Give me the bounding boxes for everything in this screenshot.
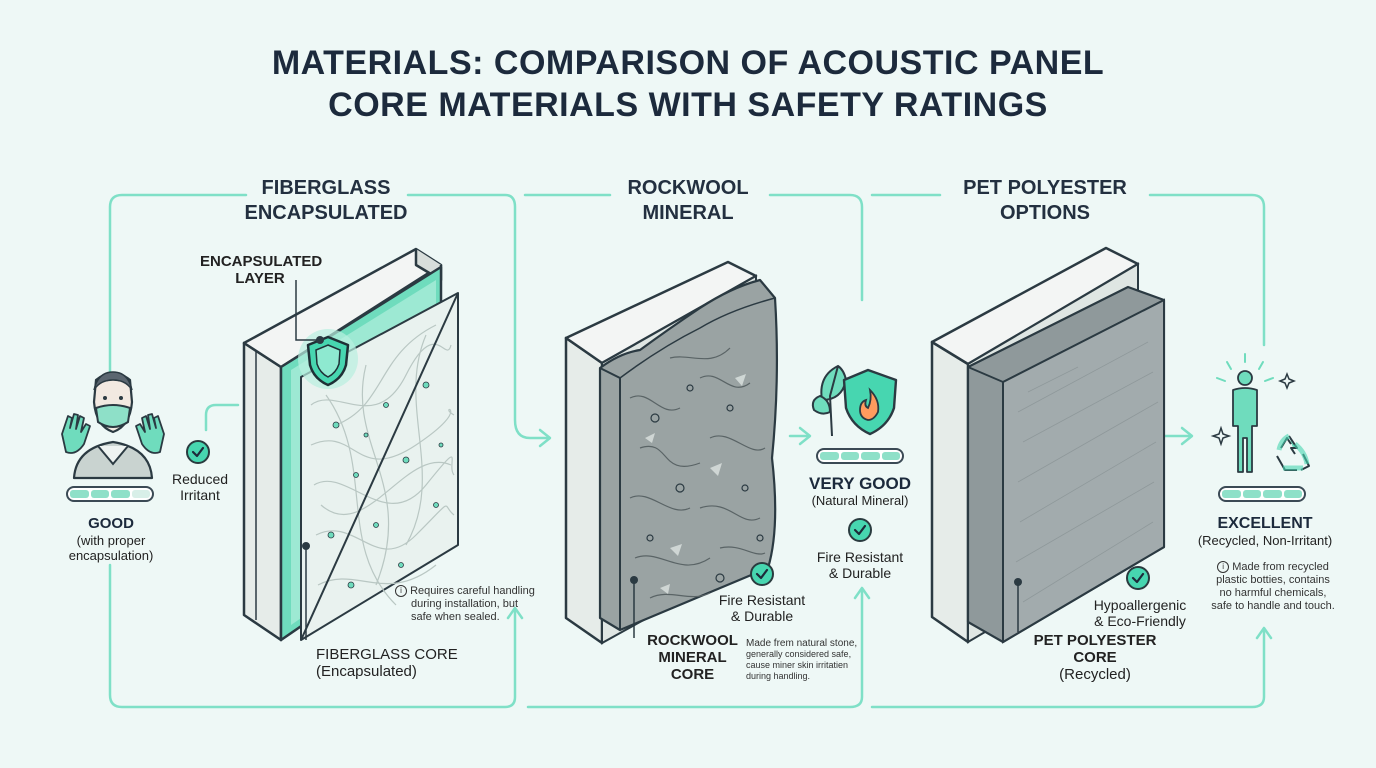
pet-note: i Made from recycled plastic botties, co…: [1198, 561, 1348, 613]
pet-heading: PET POLYESTER OPTIONS: [935, 176, 1155, 226]
fiberglass-note-line-3: safe when sealed.: [411, 611, 500, 623]
masked-person-icon: [61, 371, 165, 480]
pet-note-line-1: Made from recycled: [1232, 561, 1329, 573]
fiberglass-heading: FIBERGLASS ENCAPSULATED: [236, 176, 416, 226]
pet-core-label-line-3: (Recycled): [1059, 666, 1131, 683]
rockwool-panel-illustration: [564, 260, 779, 645]
pet-rating-sub: (Recycled, Non-Irritant): [1197, 533, 1333, 548]
rockwool-durable-label-line-1: Fire Resistant: [816, 549, 904, 565]
encapsulated-layer-label: ENCAPSULATED LAYER: [200, 253, 323, 287]
pet-rating-bar: [1218, 486, 1306, 502]
pet-rating-title: EXCELLENT: [1217, 515, 1313, 532]
encapsulated-layer-label-line-2: LAYER: [235, 270, 285, 287]
fiberglass-note-line-2: during installation, but: [411, 598, 519, 610]
leaf-fire-shield-icon: [811, 364, 898, 437]
pet-heading-line-2: OPTIONS: [999, 202, 1090, 224]
rockwool-durable-check-icon: [848, 518, 872, 542]
rockwool-core-leader-line: [630, 576, 638, 638]
fiberglass-rating-title: GOOD: [88, 515, 134, 532]
page-title: MATERIALS: COMPARISON OF ACOUSTIC PANEL …: [0, 42, 1376, 126]
fiberglass-rating-sub-line-1: (with proper: [76, 533, 146, 548]
pet-hypoallergenic-label-line-2: & Eco-Friendly: [1094, 613, 1186, 629]
fiberglass-heading-line-1: FIBERGLASS: [261, 177, 391, 199]
rockwool-note-line-4: during handling.: [746, 671, 811, 681]
fiberglass-rating-bar: [66, 486, 154, 502]
rockwool-rating-bar: [816, 448, 904, 464]
rockwool-fire-label: Fire Resistant & Durable: [712, 592, 812, 624]
title-line-1: MATERIALS: COMPARISON OF ACOUSTIC PANEL: [271, 44, 1105, 82]
pet-panel-illustration: [930, 246, 1166, 644]
reduced-irritant-label-line-1: Reduced: [171, 471, 229, 487]
title-line-2: CORE MATERIALS WITH SAFETY RATINGS: [328, 86, 1048, 124]
rockwool-heading-line-1: ROCKWOOL: [627, 177, 749, 199]
pet-hypoallergenic-check-icon: [1126, 566, 1150, 590]
fiberglass-note-line-1: Requires careful handling: [410, 585, 535, 597]
fiberglass-core-leader-line: [302, 542, 310, 640]
rockwool-rating-title: VERY GOOD: [808, 474, 912, 493]
reduced-irritant-check-icon: [186, 440, 210, 464]
rockwool-note-line-2: generally considered safe,: [746, 649, 852, 659]
rockwool-rating-sub: (Natural Mineral): [811, 493, 909, 508]
rockwool-durable-label-line-2: & Durable: [828, 565, 892, 581]
rockwool-core-label-line-3: CORE: [670, 666, 715, 683]
encapsulated-layer-label-line-1: ENCAPSULATED: [200, 253, 323, 270]
fiberglass-note: i Requires careful handling during insta…: [395, 585, 535, 624]
reduced-irritant-label: Reduced Irritant: [170, 471, 230, 503]
fiberglass-rating-sub-line-2: encapsulation): [68, 548, 154, 563]
pet-note-line-3: no harmful chemicals,: [1219, 587, 1327, 599]
pet-note-line-2: plastic botties, contains: [1216, 574, 1330, 586]
rockwool-durable-label: Fire Resistant & Durable: [810, 549, 910, 581]
pet-core-label-line-1: PET POLYESTER: [1033, 632, 1157, 649]
fiberglass-core-label-line-2: (Encapsulated): [316, 663, 417, 680]
rockwool-note: Made frem natural stone, generally consi…: [746, 638, 857, 682]
pet-core-label-line-2: CORE: [1073, 649, 1117, 666]
pet-heading-line-1: PET POLYESTER: [963, 177, 1127, 199]
encapsulated-leader-line: [295, 280, 324, 344]
rockwool-fire-check-icon: [750, 562, 774, 586]
rockwool-note-line-1: Made frem natural stone,: [746, 638, 858, 649]
person-recycle-icon: [1210, 353, 1310, 473]
info-icon: i: [395, 585, 407, 598]
rockwool-core-label-line-2: MINERAL: [658, 649, 727, 666]
pet-hypoallergenic-label-line-1: Hypoallergenic: [1093, 597, 1187, 613]
rockwool-fire-label-line-1: Fire Resistant: [718, 592, 806, 608]
pet-note-line-4: safe to handle and touch.: [1211, 600, 1335, 612]
fiberglass-heading-line-2: ENCAPSULATED: [244, 202, 408, 224]
fiberglass-core-label: FIBERGLASS CORE (Encapsulated): [316, 646, 458, 681]
pet-core-leader-line: [1014, 578, 1022, 632]
pet-hypoallergenic-label: Hypoallergenic & Eco-Friendly: [1084, 597, 1196, 629]
pet-info-icon: i: [1217, 561, 1230, 574]
rockwool-fire-label-line-2: & Durable: [730, 608, 794, 624]
fiberglass-core-label-line-1: FIBERGLASS CORE: [316, 646, 458, 663]
rockwool-core-label: ROCKWOOL MINERAL CORE: [640, 632, 745, 683]
rockwool-heading-line-2: MINERAL: [642, 202, 734, 224]
rockwool-heading: ROCKWOOL MINERAL: [598, 176, 778, 226]
rockwool-core-label-line-1: ROCKWOOL: [647, 632, 738, 649]
rockwool-note-line-3: cause miner skin irritatien: [746, 660, 849, 670]
fiberglass-rating-sub: (with proper encapsulation): [40, 533, 182, 563]
pet-core-label: PET POLYESTER CORE (Recycled): [1020, 632, 1170, 683]
reduced-irritant-label-line-2: Irritant: [180, 487, 220, 503]
fiberglass-panel-illustration: [242, 247, 459, 642]
